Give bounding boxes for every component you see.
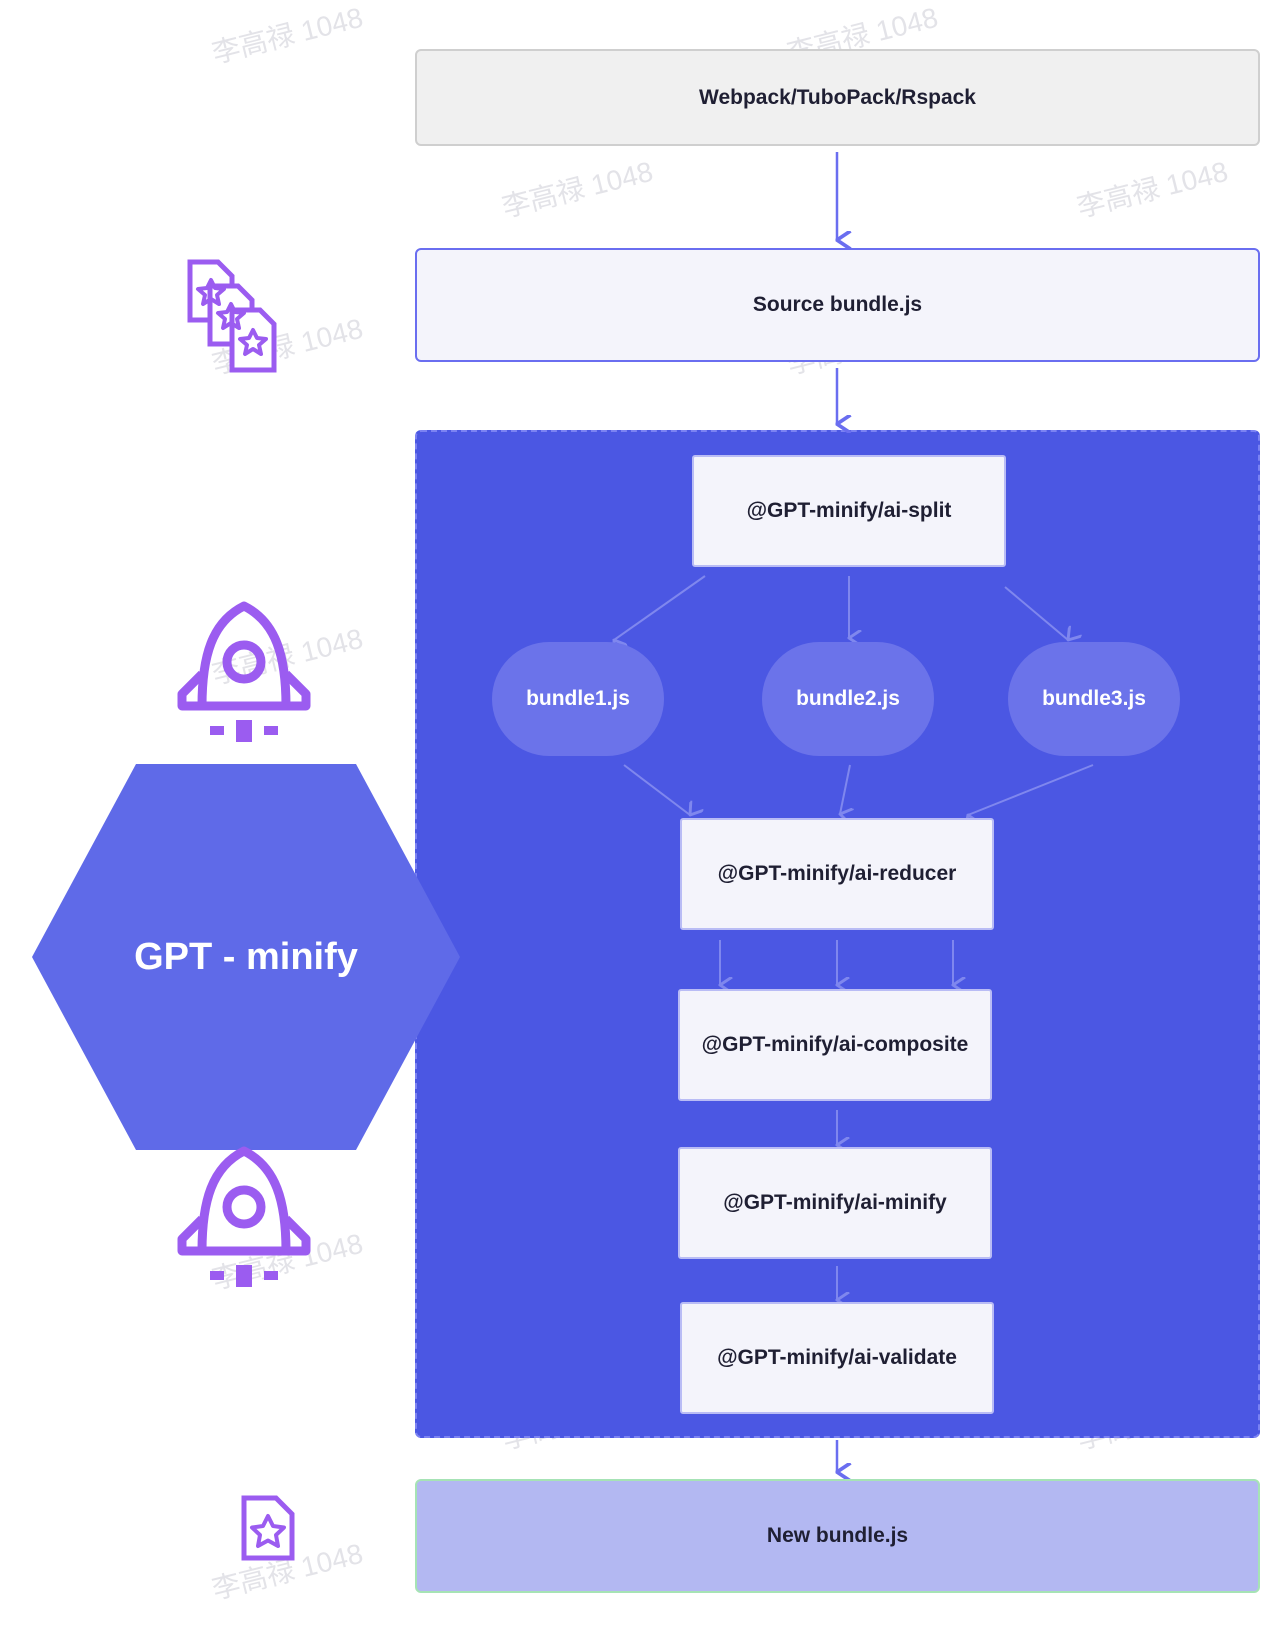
new-bundle-box: New bundle.js [415, 1479, 1260, 1593]
watermark: 李高禄 1048 [208, 1, 366, 70]
source-bundle-box: Source bundle.js [415, 248, 1260, 362]
ai-validate-box: @GPT-minify/ai-validate [680, 1302, 994, 1414]
pipeline-container [415, 430, 1260, 1438]
ai-composite-box: @GPT-minify/ai-composite [678, 989, 992, 1101]
rocket-icon [177, 1146, 311, 1287]
bundle3-pill: bundle3.js [1008, 642, 1180, 756]
build-tools-box: Webpack/TuboPack/Rspack [415, 49, 1260, 146]
hexagon-label: GPT - minify [134, 935, 358, 978]
document-star-icon [241, 1495, 295, 1561]
watermark: 李高禄 1048 [498, 155, 656, 224]
ai-split-box: @GPT-minify/ai-split [692, 455, 1006, 567]
ai-minify-box: @GPT-minify/ai-minify [678, 1147, 992, 1259]
gpt-minify-hexagon [32, 764, 460, 1150]
rocket-icon [177, 601, 311, 742]
bundle1-pill: bundle1.js [492, 642, 664, 756]
bundle2-pill: bundle2.js [762, 642, 934, 756]
ai-reducer-box: @GPT-minify/ai-reducer [680, 818, 994, 930]
watermark: 李高禄 1048 [1073, 155, 1231, 224]
documents-star-icon [187, 259, 277, 373]
